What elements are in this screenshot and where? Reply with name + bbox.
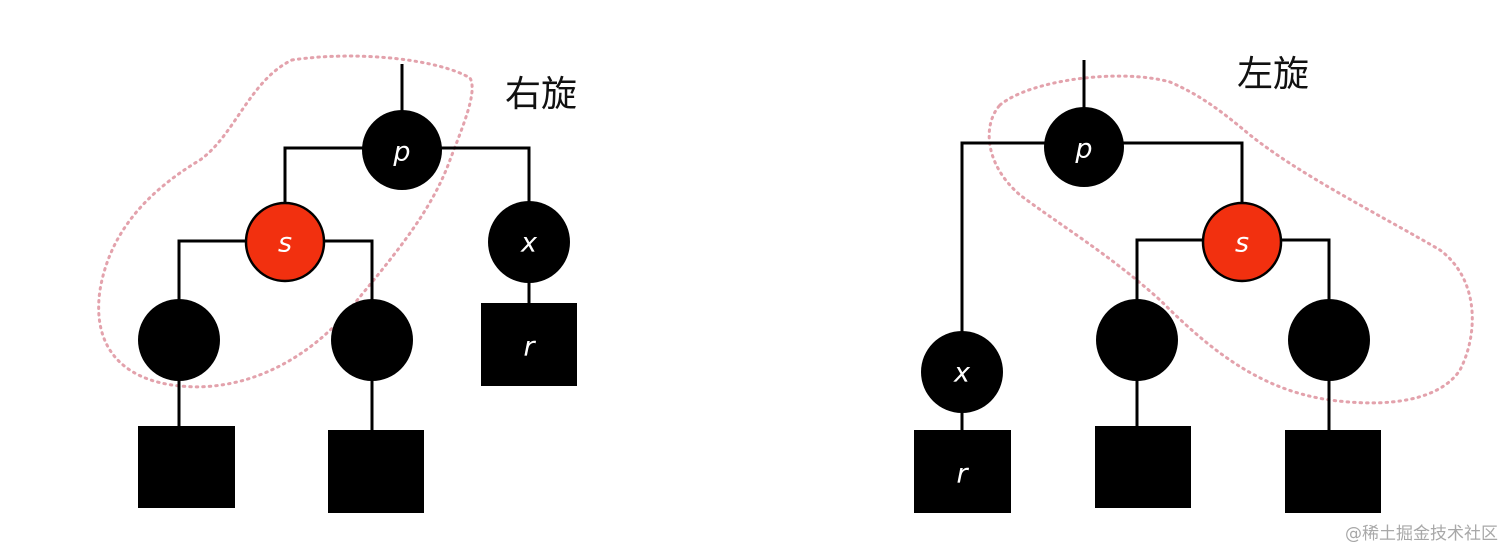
- left-rotation-highlight-outline: [987, 74, 1474, 405]
- edge-p-to-x: [960, 141, 1084, 372]
- left-rotation-label: 左旋: [1237, 54, 1309, 95]
- node-x: [921, 331, 1003, 413]
- node-s-right-child: [1288, 299, 1370, 381]
- leaf-right: [1285, 430, 1381, 513]
- right-rotation-diagram: p s x r 右旋: [97, 54, 577, 513]
- leaf-r-label: r: [956, 459, 969, 490]
- node-p: [362, 110, 442, 190]
- left-rotation-diagram: p s x r 左旋: [914, 54, 1474, 513]
- leaf-r-label: r: [523, 332, 536, 363]
- node-s-label: s: [278, 228, 292, 259]
- leaf-left: [1095, 426, 1191, 508]
- watermark: @稀土掘金技术社区: [1345, 524, 1498, 544]
- leaf-right: [328, 430, 424, 513]
- node-x: [488, 201, 570, 283]
- leaf-left: [138, 426, 235, 508]
- node-s-left-child: [1096, 299, 1178, 381]
- node-p-label: p: [1074, 134, 1092, 165]
- leaf-r: [914, 430, 1011, 513]
- node-p-label: p: [392, 137, 410, 168]
- right-rotation-highlight-outline: [97, 54, 474, 389]
- node-p: [1044, 107, 1124, 187]
- node-s: [1201, 201, 1283, 283]
- node-x-label: x: [953, 358, 971, 389]
- node-s-left-child: [138, 299, 220, 381]
- right-rotation-label: 右旋: [505, 74, 577, 115]
- node-x-label: x: [520, 228, 538, 259]
- node-s-right-child: [331, 299, 413, 381]
- node-s: [244, 201, 326, 283]
- leaf-r: [481, 303, 577, 386]
- node-s-label: s: [1235, 228, 1249, 259]
